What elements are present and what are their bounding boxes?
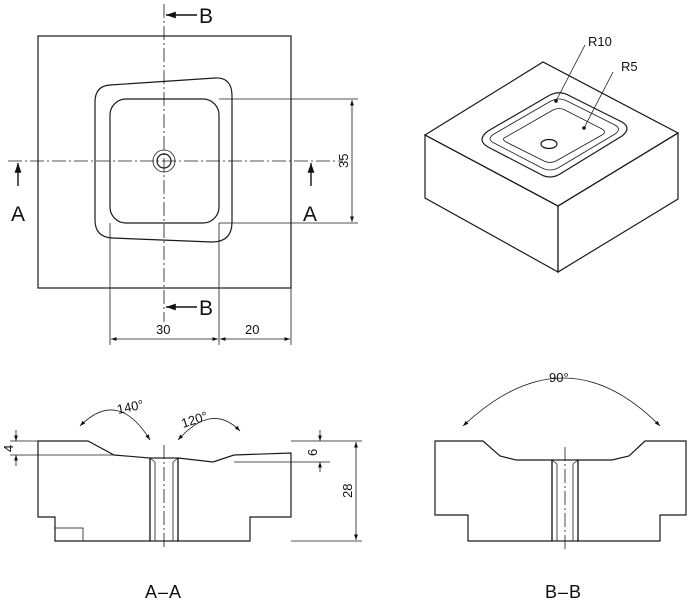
section-a-body-right [177,452,292,542]
section-a-view: 140° 120° 4 6 28 A–A [1,397,362,602]
section-a-caption: A–A [145,582,182,602]
section-a-angle-right: 120° [179,408,209,431]
section-a-dim-step: 6 [305,449,320,456]
section-b-marker-top: B [166,5,213,28]
iso-pocket-floor [503,108,605,163]
dimension-width-right-value: 20 [245,322,259,337]
section-b-angle: 90° [549,370,569,385]
section-a-angle-left: 140° [116,397,145,417]
iso-radius-large: R10 [588,34,612,49]
isometric-view: R10 R5 [423,34,680,274]
top-view: B B A A 35 30 20 [8,4,358,345]
section-a-dim-top-depth: 4 [1,445,16,452]
iso-left-face [424,133,559,274]
section-b-marker-bottom: B [166,297,213,320]
dimension-height-value: 35 [336,154,351,168]
section-a-label-right: A [303,203,317,226]
pocket-outer-edge [94,77,233,243]
section-b-label-top: B [199,5,213,28]
iso-pocket-outer [481,92,628,178]
section-b-body-left [434,440,553,542]
section-b-label-bottom: B [199,297,213,320]
dimension-height: 35 [219,98,358,224]
section-a-dim-height: 28 [340,484,355,498]
iso-top-face [423,61,680,207]
dimension-width: 30 20 [109,223,292,345]
section-b-body-right [577,440,687,542]
section-a-marker-left: A [11,163,25,226]
dimension-width-left-value: 30 [156,322,170,337]
iso-right-face [557,131,679,274]
section-a-label-left: A [11,203,25,226]
section-b-view: 90° B–B [434,370,687,602]
iso-hole [540,138,558,150]
section-a-marker-right: A [303,163,317,226]
iso-radius-small: R5 [621,59,638,74]
section-a-body [37,440,151,542]
iso-pocket-rim [489,98,619,171]
top-view-outline [37,35,292,289]
section-b-caption: B–B [545,582,582,602]
